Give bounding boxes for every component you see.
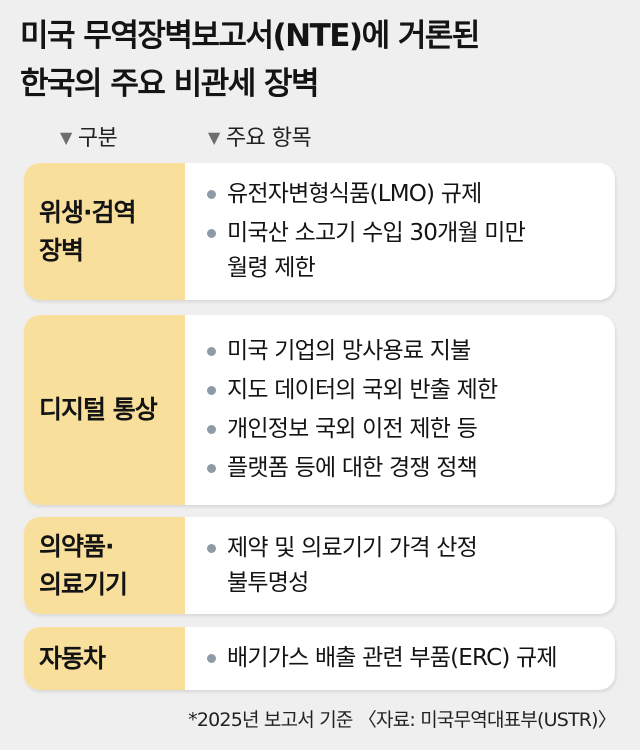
bullet-icon	[207, 386, 216, 395]
bullet-icon	[207, 347, 216, 356]
item-text: 플랫폼 등에 대한 경쟁 정책	[227, 455, 478, 481]
items-cell: 배기가스 배출 관련 부품(ERC) 규제	[185, 627, 615, 690]
list-item: 개인정보 국외 이전 제한 등	[205, 412, 615, 447]
list-item: 배기가스 배출 관련 부품(ERC) 규제	[205, 641, 615, 676]
list-item: 플랫폼 등에 대한 경쟁 정책	[205, 451, 615, 486]
list-item: 미국산 소고기 수입 30개월 미만 월령 제한	[205, 216, 615, 286]
header-category-label: 구분	[77, 126, 118, 151]
items-cell: 유전자변형식품(LMO) 규제 미국산 소고기 수입 30개월 미만 월령 제한	[185, 163, 615, 300]
table-row-sanitary: 위생·검역 장벽 유전자변형식품(LMO) 규제 미국산 소고기 수입 30개월…	[24, 163, 615, 300]
item-text: 월령 제한	[227, 255, 316, 281]
title-line-1: 미국 무역장벽보고서(NTE)에 거론된	[20, 18, 480, 54]
title-line-2: 한국의 주요 비관세 장벽	[20, 66, 320, 102]
item-text: 개인정보 국외 이전 제한 등	[227, 416, 478, 442]
down-triangle-icon: ▼	[60, 128, 72, 147]
down-triangle-icon: ▼	[208, 128, 220, 147]
category-label: 위생·검역	[39, 197, 136, 227]
source-credit: 〈자료: 미국무역대표부(USTR)〉	[357, 709, 617, 731]
list-item: 지도 데이터의 국외 반출 제한	[205, 373, 615, 408]
items-cell: 미국 기업의 망사용료 지불 지도 데이터의 국외 반출 제한 개인정보 국외 …	[185, 315, 615, 505]
items-cell: 제약 및 의료기기 가격 산정 불투명성	[185, 517, 615, 614]
item-text: 배기가스 배출 관련 부품(ERC) 규제	[227, 645, 558, 671]
category-cell: 위생·검역 장벽	[24, 163, 185, 300]
bullet-icon	[207, 229, 216, 238]
item-text: 제약 및 의료기기 가격 산정	[227, 534, 478, 561]
page-title: 미국 무역장벽보고서(NTE)에 거론된 한국의 주요 비관세 장벽	[20, 12, 620, 108]
bullet-icon	[207, 464, 216, 473]
header-items-label: 주요 항목	[225, 126, 312, 151]
item-text: 불투명성	[227, 569, 309, 596]
category-label: 의료기기	[39, 569, 128, 599]
category-cell: 의약품· 의료기기	[24, 517, 185, 614]
category-label: 디지털 통상	[39, 395, 158, 424]
header-category: ▼ 구분	[60, 118, 118, 159]
category-cell: 자동차	[24, 627, 185, 690]
table-row-digital-trade: 디지털 통상 미국 기업의 망사용료 지불 지도 데이터의 국외 반출 제한 개…	[24, 315, 615, 505]
footnote: *2025년 보고서 기준	[188, 709, 353, 731]
list-item: 미국 기업의 망사용료 지불	[205, 334, 615, 369]
list-item: 유전자변형식품(LMO) 규제	[205, 177, 615, 212]
category-label: 장벽	[39, 235, 84, 265]
bullet-icon	[207, 425, 216, 434]
bullet-icon	[207, 543, 216, 553]
list-item: 제약 및 의료기기 가격 산정 불투명성	[205, 531, 615, 601]
category-cell: 디지털 통상	[24, 315, 185, 505]
header-items: ▼ 주요 항목	[208, 118, 312, 159]
category-label: 자동차	[39, 643, 106, 673]
column-headers: ▼ 구분 ▼ 주요 항목	[0, 118, 640, 158]
bullet-icon	[207, 190, 216, 199]
source-footer: *2025년 보고서 기준 〈자료: 미국무역대표부(USTR)〉	[188, 702, 617, 738]
item-text: 미국산 소고기 수입 30개월 미만	[227, 220, 526, 246]
bullet-icon	[207, 654, 216, 663]
item-text: 미국 기업의 망사용료 지불	[227, 338, 471, 364]
category-label: 의약품·	[39, 531, 115, 561]
item-text: 유전자변형식품(LMO) 규제	[227, 181, 482, 207]
table-row-automobile: 자동차 배기가스 배출 관련 부품(ERC) 규제	[24, 627, 615, 690]
item-text: 지도 데이터의 국외 반출 제한	[227, 377, 498, 403]
table-row-pharma-devices: 의약품· 의료기기 제약 및 의료기기 가격 산정 불투명성	[24, 517, 615, 614]
